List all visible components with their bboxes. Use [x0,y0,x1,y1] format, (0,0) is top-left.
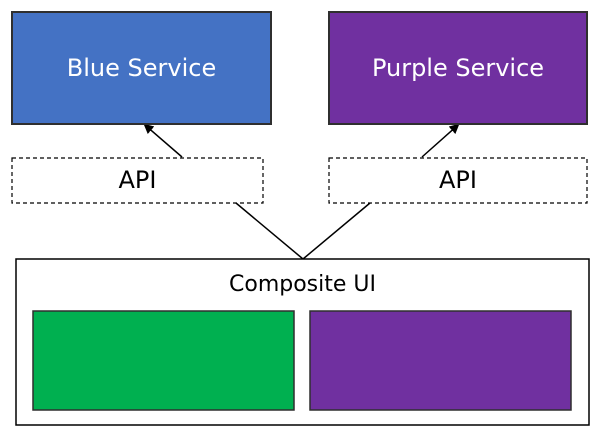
purple-service-label: Purple Service [372,54,544,82]
line-composite-to-right-api [302,202,371,260]
api-right-box [328,157,588,204]
composite-ui-node: Composite UI [15,258,590,426]
connectors [143,123,460,260]
blue-service-node: Blue Service [11,11,272,125]
arrow-api-to-purple-service [421,123,460,158]
composite-ui-label: Composite UI [229,272,376,297]
composite-ui-purple-panel [309,310,572,411]
line-composite-to-left-api [235,202,304,260]
purple-service-box [328,11,588,125]
api-left-label: API [119,166,157,194]
composite-ui-green-panel [32,310,295,411]
blue-service-box [11,11,272,125]
arrow-api-to-blue-service [143,123,183,158]
purple-service-node: Purple Service [328,11,588,125]
api-right-node: API [328,157,588,204]
api-left-box [11,157,264,204]
api-left-node: API [11,157,264,204]
api-right-label: API [439,166,477,194]
blue-service-label: Blue Service [67,54,216,82]
